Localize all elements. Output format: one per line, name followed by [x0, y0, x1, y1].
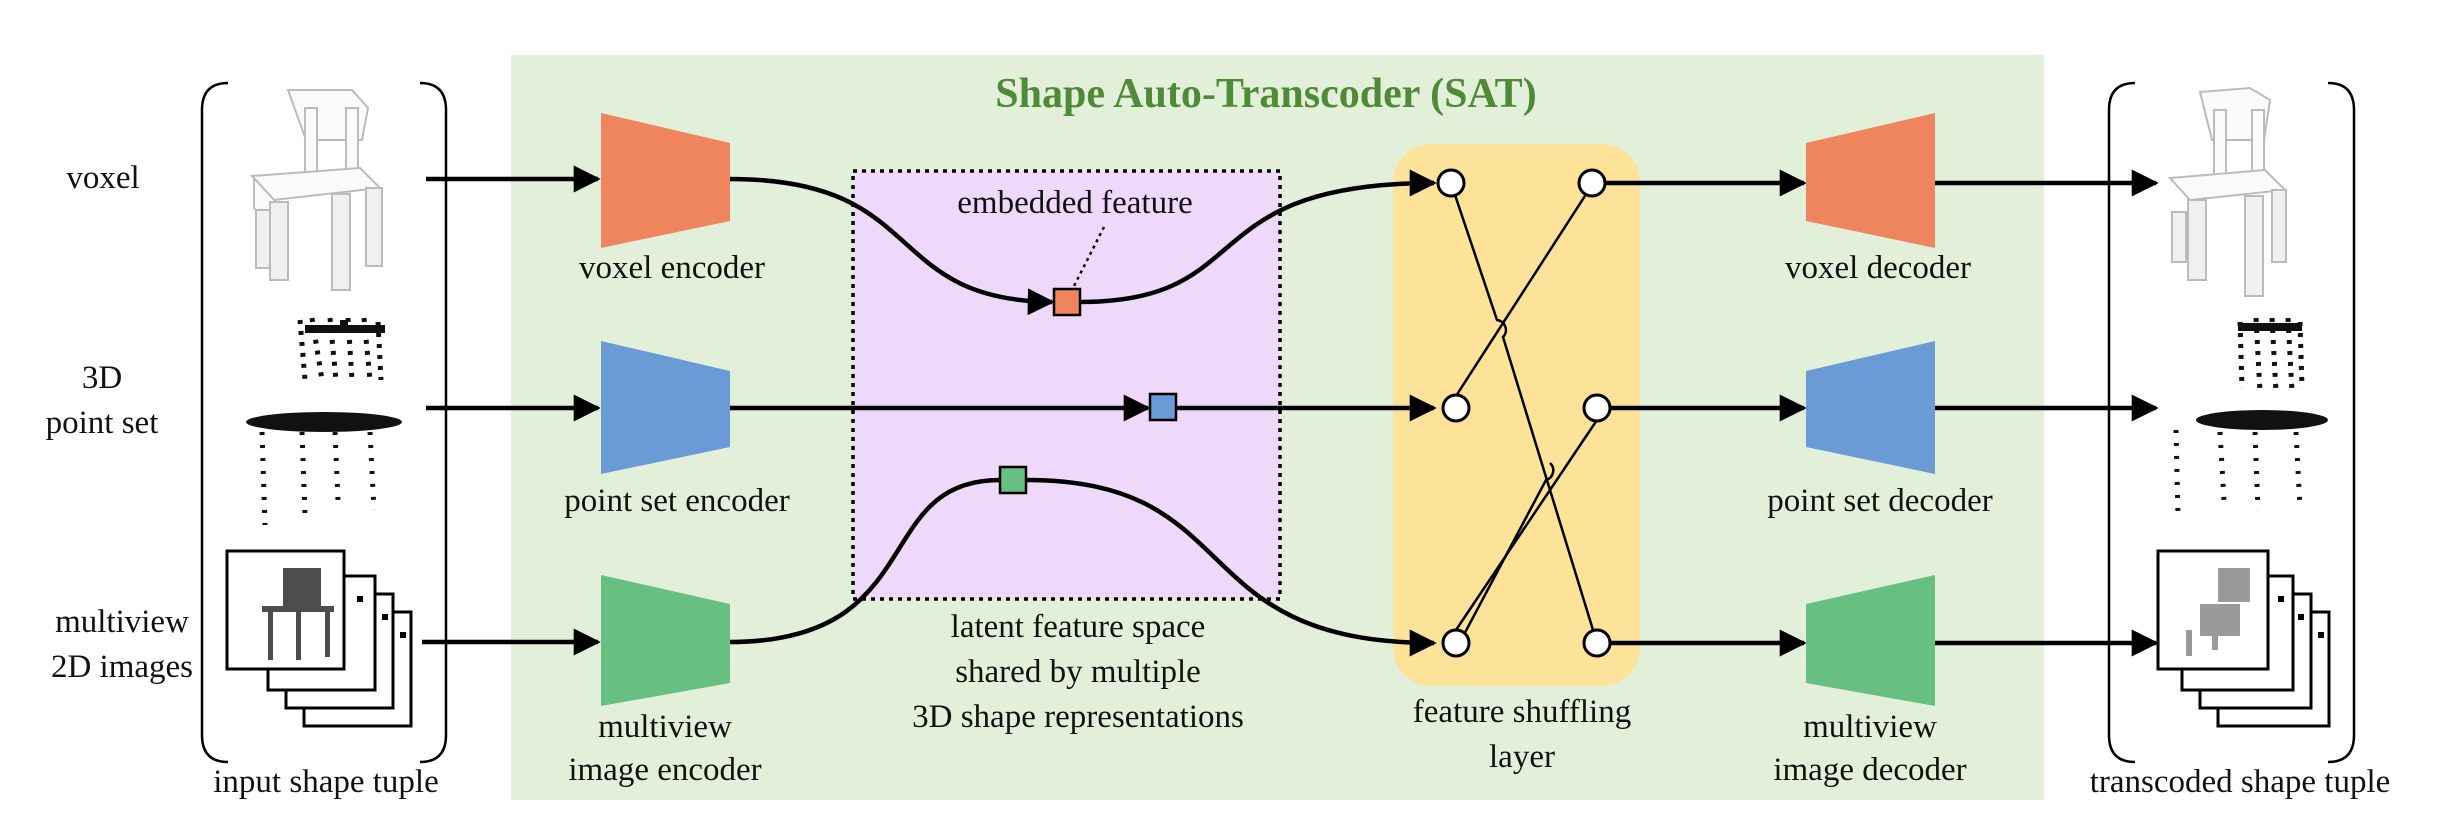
input-multiview-label-2: 2D images [51, 649, 193, 685]
input-tuple-label: input shape tuple [213, 764, 438, 800]
voxel-encoder-path [729, 176, 1055, 316]
shuffle-label-2: layer [1489, 739, 1555, 775]
latent-space-box [851, 169, 1282, 601]
voxel-latent-path [1079, 169, 1437, 305]
output-bracket-right [2327, 81, 2356, 764]
shuffle-node-in-multiview [1441, 628, 1471, 658]
multiview-embedded-feature [998, 465, 1028, 495]
embedded-feature-pointer [1071, 226, 1106, 289]
input-bracket-left [200, 81, 229, 764]
input-voxel-label: voxel [66, 160, 139, 196]
embedded-feature-label: embedded feature [957, 185, 1192, 221]
multiview-encoder-shape [601, 575, 730, 706]
point-set-decoder-shape [1806, 341, 1935, 474]
input-multiview-label-1: multiview [55, 604, 189, 640]
input-point-set-chair-image [246, 317, 402, 526]
input-multiview-images [225, 549, 413, 728]
output-point-set-chair-image [2173, 317, 2328, 516]
output-bracket-left [2107, 81, 2136, 764]
input-pointset-label-1: 3D [82, 360, 122, 396]
voxel-encoder-shape [601, 113, 730, 248]
multiview-encoder-label-2: image encoder [568, 752, 761, 788]
shuffle-label-1: feature shuffling [1413, 694, 1631, 730]
shuffle-node-in-voxel [1436, 168, 1466, 198]
shuffle-node-out-voxel [1577, 168, 1607, 198]
point-set-decoder-label: point set decoder [1767, 483, 1992, 519]
latent-caption-2: shared by multiple [955, 654, 1201, 690]
point-set-encoder-label: point set encoder [564, 483, 789, 519]
voxel-encoder-label: voxel encoder [579, 250, 765, 286]
input-voxel-chair-image [249, 89, 383, 291]
voxel-embedded-feature [1052, 287, 1082, 317]
latent-caption-1: latent feature space [951, 609, 1206, 645]
diagram-title: Shape Auto-Transcoder (SAT) [995, 71, 1536, 117]
multiview-decoder-shape [1806, 575, 1935, 706]
input-pointset-label-2: point set [46, 405, 159, 441]
multiview-encoder-label-1: multiview [598, 709, 732, 745]
voxel-decoder-label: voxel decoder [1785, 250, 1971, 286]
voxel-decoder-shape [1806, 113, 1935, 248]
multiview-latent-path [1025, 477, 1437, 657]
shuffle-connections [1449, 182, 1599, 644]
latent-caption-3: 3D shape representations [912, 699, 1244, 735]
shuffle-layer-box [1393, 144, 1640, 686]
output-multiview-images [2156, 549, 2331, 728]
point-set-embedded-feature [1148, 392, 1178, 422]
output-tuple-label: transcoded shape tuple [2090, 764, 2391, 800]
shuffle-node-out-pointset [1582, 393, 1612, 423]
shuffle-node-out-multiview [1582, 628, 1612, 658]
multiview-decoder-label-1: multiview [1803, 709, 1937, 745]
multiview-encoder-path [729, 477, 1001, 645]
input-bracket-right [419, 81, 448, 764]
output-voxel-chair-image [2167, 86, 2288, 297]
point-set-encoder-shape [601, 341, 730, 474]
shuffle-node-in-pointset [1441, 393, 1471, 423]
multiview-decoder-label-2: image decoder [1773, 752, 1966, 788]
